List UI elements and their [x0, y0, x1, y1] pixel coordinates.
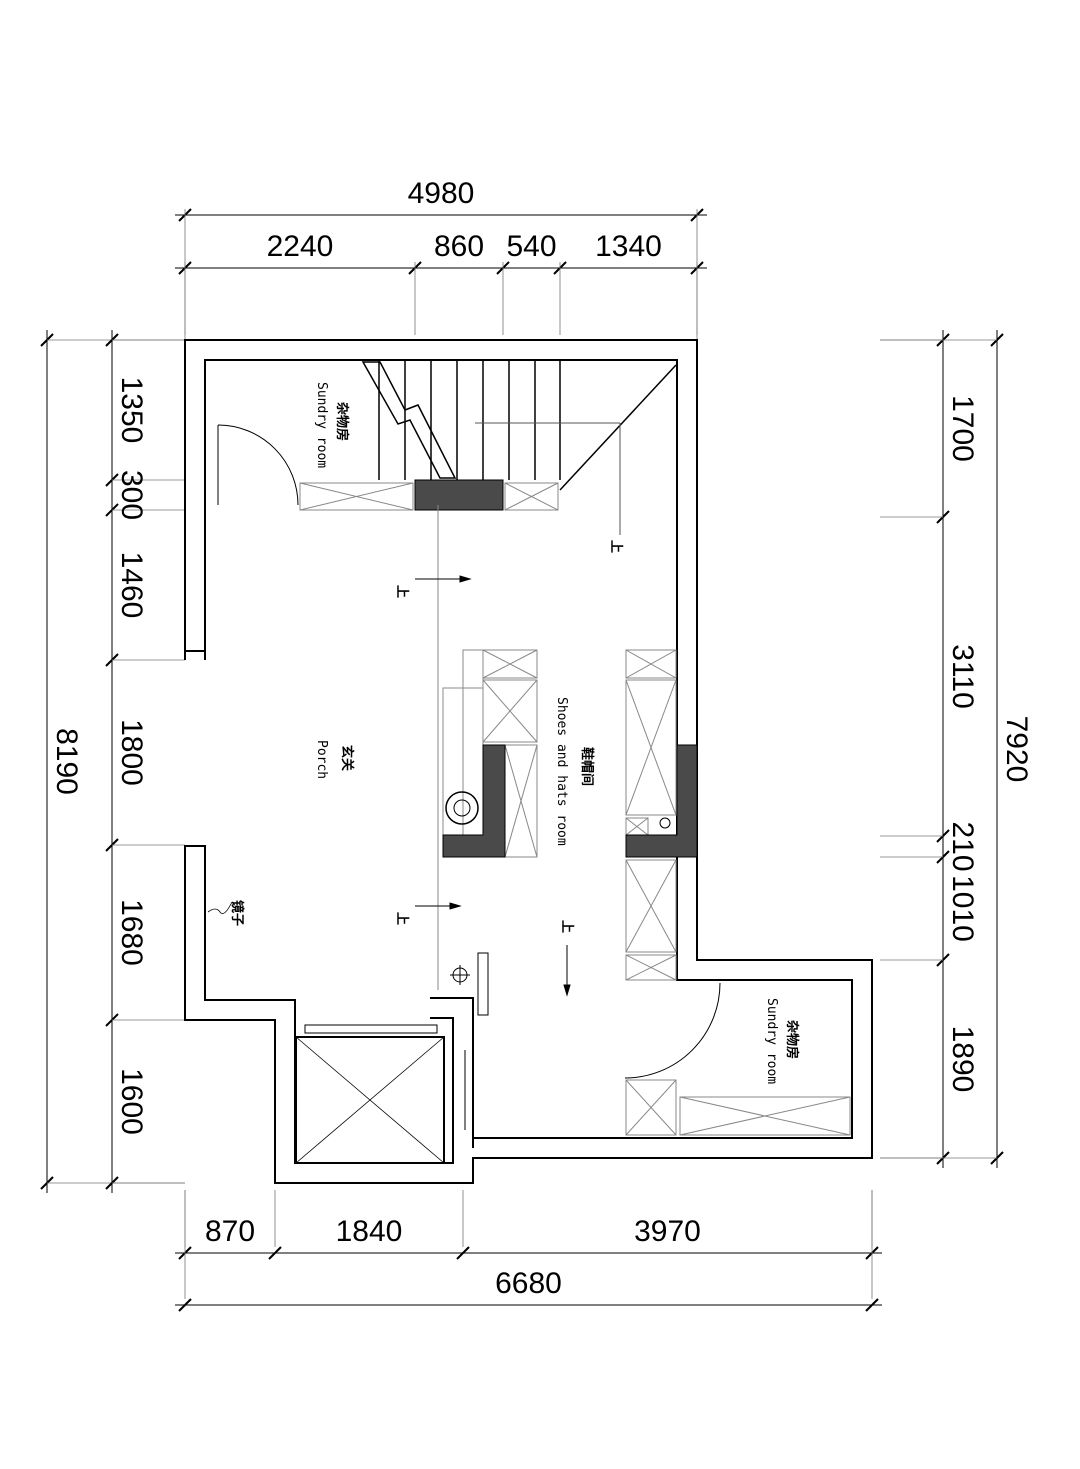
room-label-sundry-bottom-cn: 杂物房 [784, 1020, 800, 1059]
room-label-shoes-cn: 鞋帽间 [579, 747, 595, 786]
dimension-value: 4980 [408, 177, 475, 210]
dimension-value: 1680 [115, 899, 148, 966]
dimension-value: 300 [115, 470, 148, 520]
cabinet [625, 859, 677, 953]
room-label-sundry-top-en: Sundry room [314, 382, 329, 468]
dimension-value: 7920 [1000, 716, 1033, 783]
plant-icon [445, 791, 479, 825]
dimension-value: 1600 [115, 1068, 148, 1135]
dimension-left-chain: 1350 300 1460 1800 1680 1600 [105, 330, 185, 1193]
dimension-value: 1340 [595, 230, 662, 263]
dimension-value: 860 [434, 230, 484, 263]
pillar-right [625, 744, 698, 858]
room-label-sundry-bottom-en: Sundry room [764, 998, 779, 1084]
dimension-value: 1840 [336, 1215, 403, 1248]
dimension-value: 8190 [50, 728, 83, 795]
mirror-label: 镜子 [229, 900, 245, 926]
cabinet [504, 482, 559, 511]
cabinet [625, 649, 677, 679]
dimension-bottom-total: 6680 [175, 1190, 882, 1312]
cabinet [625, 1079, 677, 1136]
dimension-value: 1800 [115, 719, 148, 786]
cabinet [679, 1096, 851, 1136]
dimension-value: 6680 [495, 1267, 562, 1300]
dimension-value: 870 [205, 1215, 255, 1248]
dimension-value: 3970 [634, 1215, 701, 1248]
dimension-right-total: 7920 [880, 330, 1033, 1168]
dimension-value: 3110 [946, 644, 979, 709]
cabinet [625, 679, 677, 816]
cabinet [625, 954, 677, 981]
shoe-bench [442, 744, 506, 858]
doors [217, 424, 721, 1130]
dimension-value: 1890 [946, 1026, 979, 1093]
room-label-shoes-en: Shoes and hats room [554, 697, 569, 846]
up-marker: 上 [394, 912, 409, 925]
elevator [295, 1024, 445, 1164]
cabinet [299, 482, 414, 511]
room-label-porch-en: Porch [314, 740, 329, 779]
dimension-value: 540 [506, 230, 556, 263]
staircase [361, 361, 677, 535]
pillar-top [414, 479, 504, 511]
up-marker: 上 [394, 585, 409, 598]
dimension-value: 1010 [946, 875, 979, 942]
up-marker: 上 [608, 540, 623, 553]
dimension-bottom-chain: 870 1840 3970 [175, 1190, 882, 1260]
room-label-porch-cn: 玄关 [339, 745, 355, 771]
dimension-left-total: 8190 [40, 330, 185, 1193]
dimension-top-chain: 2240 860 540 1340 [175, 230, 707, 335]
room-label-sundry-top-cn: 杂物房 [334, 402, 350, 441]
dimension-value: 2240 [267, 230, 334, 263]
dimension-right-chain: 1700 3110 210 1010 1890 [880, 330, 979, 1168]
dimension-value: 1350 [115, 377, 148, 444]
cabinets [299, 482, 851, 1136]
dimension-value: 1700 [946, 395, 979, 462]
dimension-value: 210 [946, 821, 979, 871]
dimension-value: 1460 [115, 552, 148, 619]
direction-arrows [415, 575, 571, 997]
dimension-lines: 4980 2240 860 540 1340 8190 1350 300 1460 1800 168… [40, 177, 1033, 1312]
walls [184, 339, 873, 1184]
up-marker: 上 [559, 920, 574, 933]
